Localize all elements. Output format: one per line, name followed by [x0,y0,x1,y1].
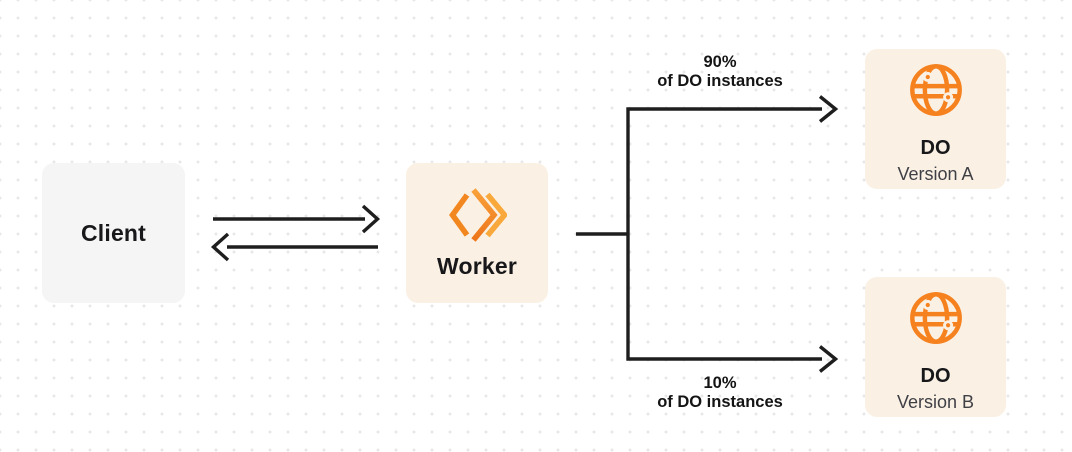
edge-percent: 10% [703,374,737,392]
arrowhead-left-icon [210,232,230,262]
arrowhead-to-do-a-icon [818,95,839,123]
client-label: Client [80,219,147,246]
edge-caption: of DO instances [657,393,783,411]
do-version-a-node: DO Version A [865,49,1006,189]
do-a-subtitle: Version A [897,164,974,184]
do-version-b-node: DO Version B [865,277,1006,417]
edge-caption: of DO instances [657,72,783,90]
arrowhead-right-icon [361,204,381,234]
durable-object-globe-icon [909,292,962,344]
durable-object-globe-icon [909,64,962,116]
do-a-title: DO [920,137,951,159]
branch-lines [626,107,822,361]
do-b-subtitle: Version B [896,392,975,412]
workers-chevrons-icon [449,188,507,242]
client-node: Client [42,163,185,303]
edge-percent: 90% [703,53,737,71]
worker-label: Worker [436,253,518,279]
worker-node: Worker [406,163,548,303]
edge-label-10-percent: 10% of DO instances [600,374,840,412]
arrowhead-to-do-b-icon [818,345,839,373]
edge-label-90-percent: 90% of DO instances [600,53,840,91]
do-b-title: DO [920,365,951,387]
